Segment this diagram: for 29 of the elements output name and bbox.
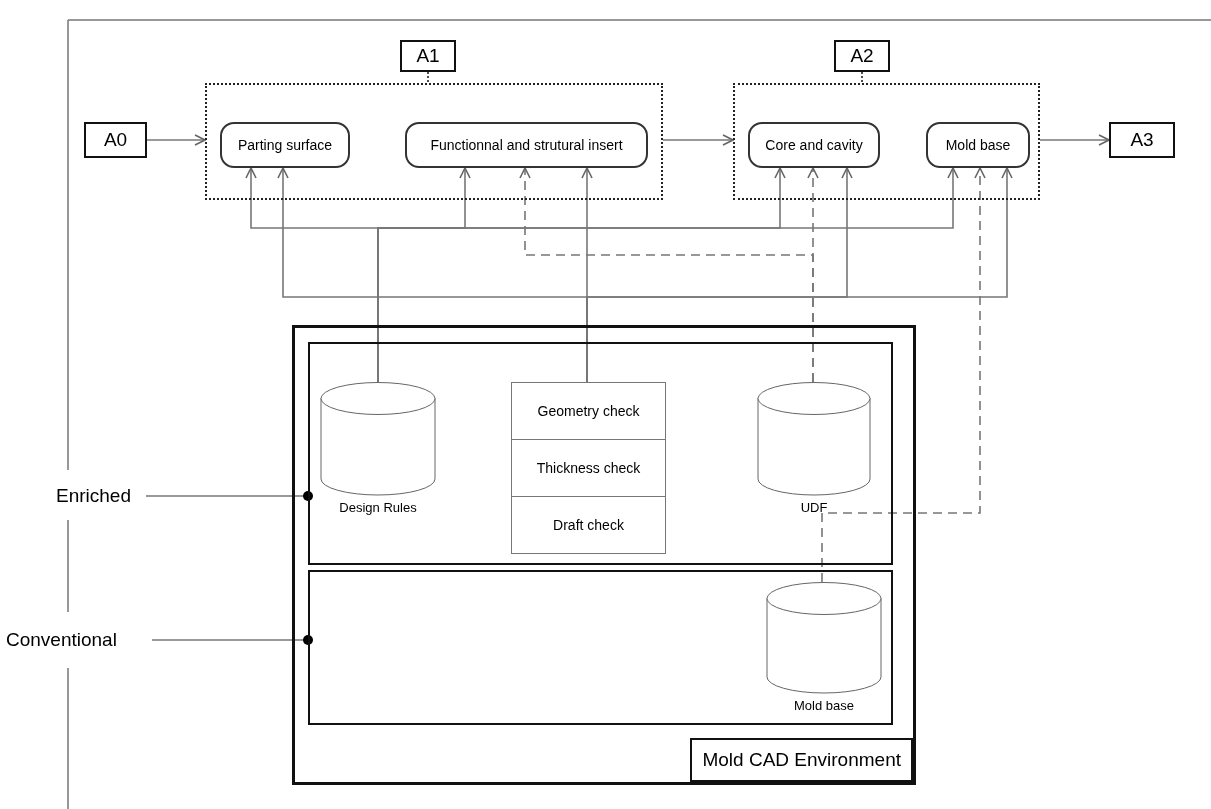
function-tag: A2 — [834, 40, 890, 72]
arrow — [146, 134, 206, 146]
environment-frame — [292, 325, 916, 785]
process-box: Core and cavity — [748, 122, 880, 168]
connector-line — [427, 71, 429, 84]
layer-panel — [308, 570, 893, 725]
function-tag: A3 — [1109, 122, 1175, 158]
layer-panel — [308, 342, 893, 565]
leader-line — [145, 491, 313, 501]
dotted-group-frame — [205, 83, 663, 200]
database-label: Mold base — [794, 697, 854, 715]
function-tag: A1 — [400, 40, 456, 72]
check-box: Draft check — [511, 496, 666, 554]
check-box: Geometry check — [511, 382, 666, 440]
database-label: Design Rules — [339, 499, 417, 517]
process-box: Mold base — [926, 122, 1030, 168]
process-box: Parting surface — [220, 122, 350, 168]
database-label: UDF — [800, 499, 828, 517]
process-box: Functionnal and strutural insert — [405, 122, 648, 168]
environment-label: Mold CAD Environment — [690, 738, 913, 782]
arrow — [1039, 134, 1110, 146]
check-box: Thickness check — [511, 439, 666, 497]
function-tag: A0 — [84, 122, 147, 158]
arrow — [662, 134, 734, 146]
arrow — [821, 167, 986, 583]
arrow — [807, 167, 819, 383]
connector-line — [861, 71, 863, 84]
dotted-group-frame — [733, 83, 1040, 200]
leader-line — [151, 635, 313, 645]
